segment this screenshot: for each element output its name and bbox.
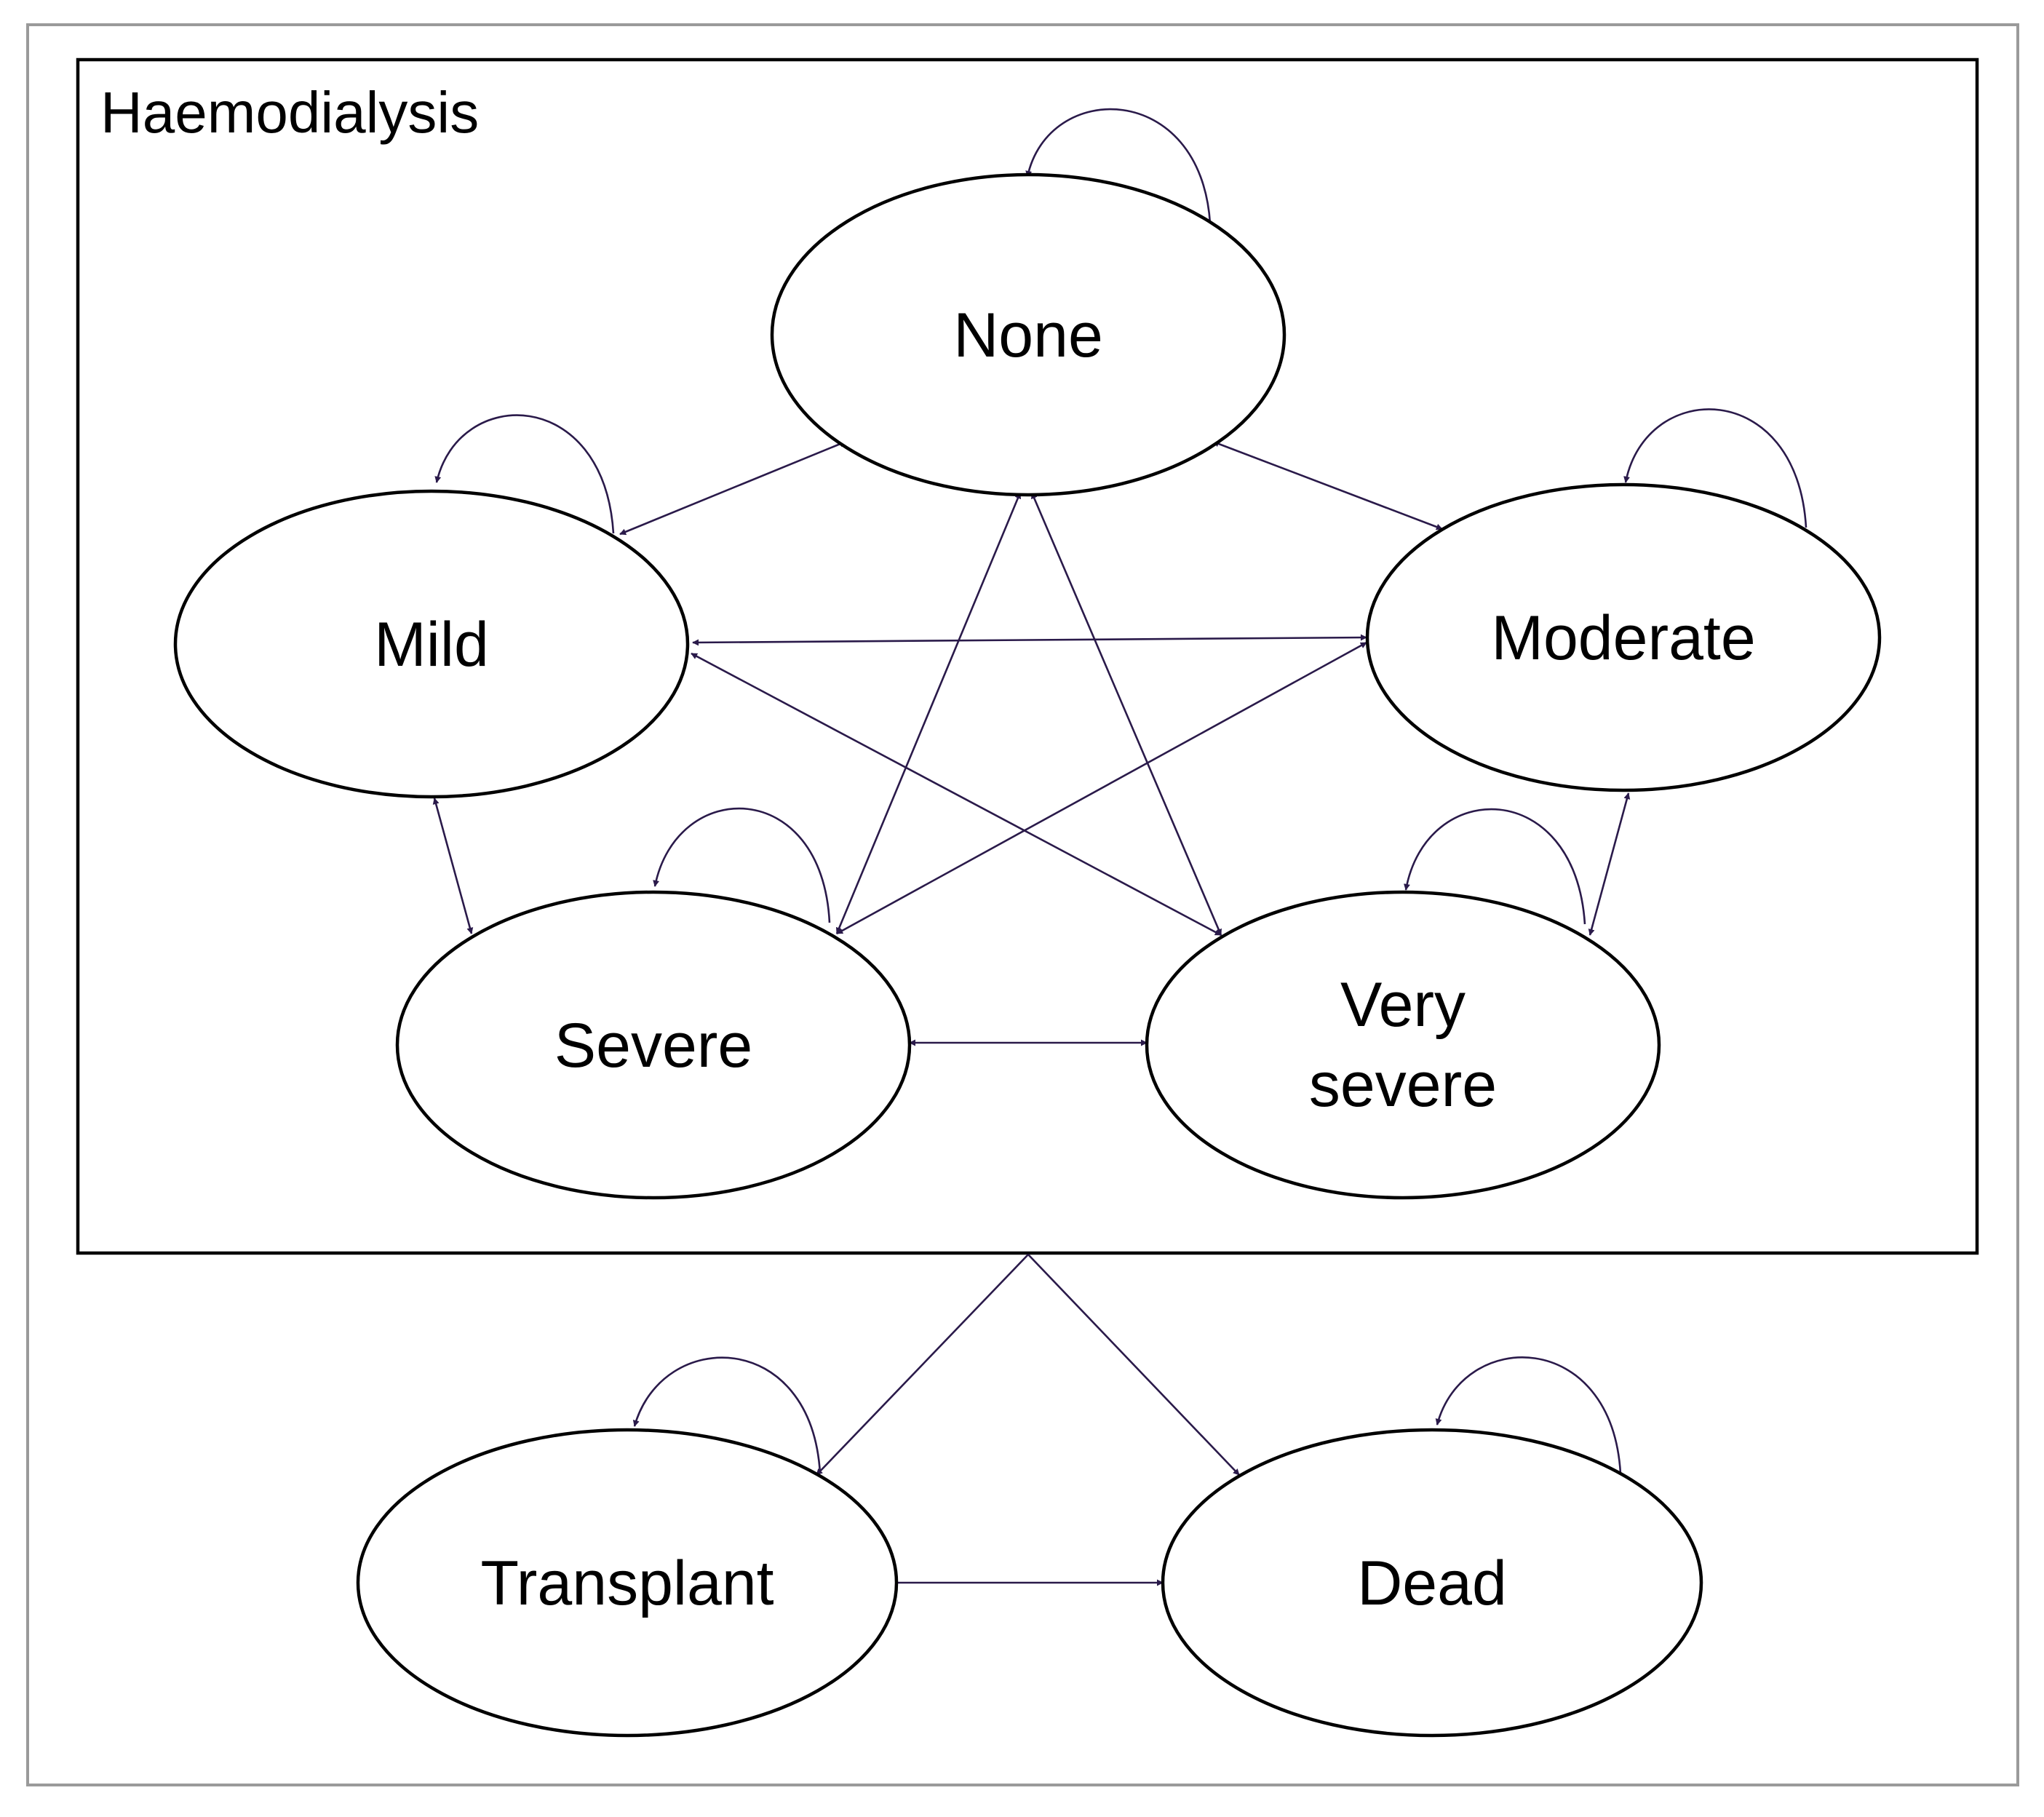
edge-none-mild <box>619 440 846 536</box>
self-loop-dead <box>1435 1356 1622 1474</box>
state-node-mild[interactable]: Mild <box>173 489 690 799</box>
self-loop-very-severe <box>1404 808 1586 925</box>
edge-none-very-severe <box>1030 492 1222 936</box>
self-loop-transplant <box>632 1356 822 1474</box>
state-ellipse <box>173 489 690 799</box>
edge-haemodialysis-transplant <box>816 1254 1029 1476</box>
state-label-mild: Mild <box>374 610 489 680</box>
edge-mild-very-severe <box>691 652 1222 937</box>
state-label-none: None <box>953 301 1103 370</box>
state-label-very-severe-line2: severe <box>1309 1050 1497 1120</box>
haemodialysis-group-label: Haemodialysis <box>100 80 479 145</box>
state-label-dead: Dead <box>1357 1548 1507 1618</box>
self-loop-none <box>1025 108 1212 224</box>
state-ellipse <box>1145 890 1661 1200</box>
edge-mild-severe <box>432 798 474 934</box>
state-label-transplant: Transplant <box>480 1548 774 1618</box>
state-label-very-severe-line1: Very <box>1340 970 1466 1040</box>
edge-none-moderate <box>1212 440 1443 530</box>
state-ellipse <box>1161 1428 1703 1738</box>
state-label-severe: Severe <box>554 1011 753 1081</box>
state-node-transplant[interactable]: Transplant <box>356 1428 899 1738</box>
self-loop-moderate <box>1623 408 1808 528</box>
edge-moderate-severe <box>836 641 1367 935</box>
state-node-none[interactable]: None <box>770 172 1287 497</box>
state-ellipse <box>395 890 912 1200</box>
state-ellipse <box>356 1428 899 1738</box>
figure-frame <box>26 23 2019 1786</box>
state-node-dead[interactable]: Dead <box>1161 1428 1703 1738</box>
edge-none-severe <box>835 492 1022 934</box>
state-label-moderate: Moderate <box>1491 603 1755 673</box>
state-ellipse <box>1365 482 1882 792</box>
haemodialysis-group-box <box>76 57 1979 1255</box>
self-loop-mild <box>434 414 615 534</box>
edge-moderate-very-severe <box>1588 792 1631 936</box>
state-node-moderate[interactable]: Moderate <box>1365 482 1882 792</box>
edge-mild-moderate <box>692 634 1367 646</box>
edge-haemodialysis-dead <box>1027 1254 1240 1476</box>
state-ellipse <box>770 172 1287 497</box>
state-node-severe[interactable]: Severe <box>395 890 912 1200</box>
transition-edges <box>432 108 1808 1586</box>
state-node-very-severe[interactable]: Very severe <box>1145 890 1661 1200</box>
